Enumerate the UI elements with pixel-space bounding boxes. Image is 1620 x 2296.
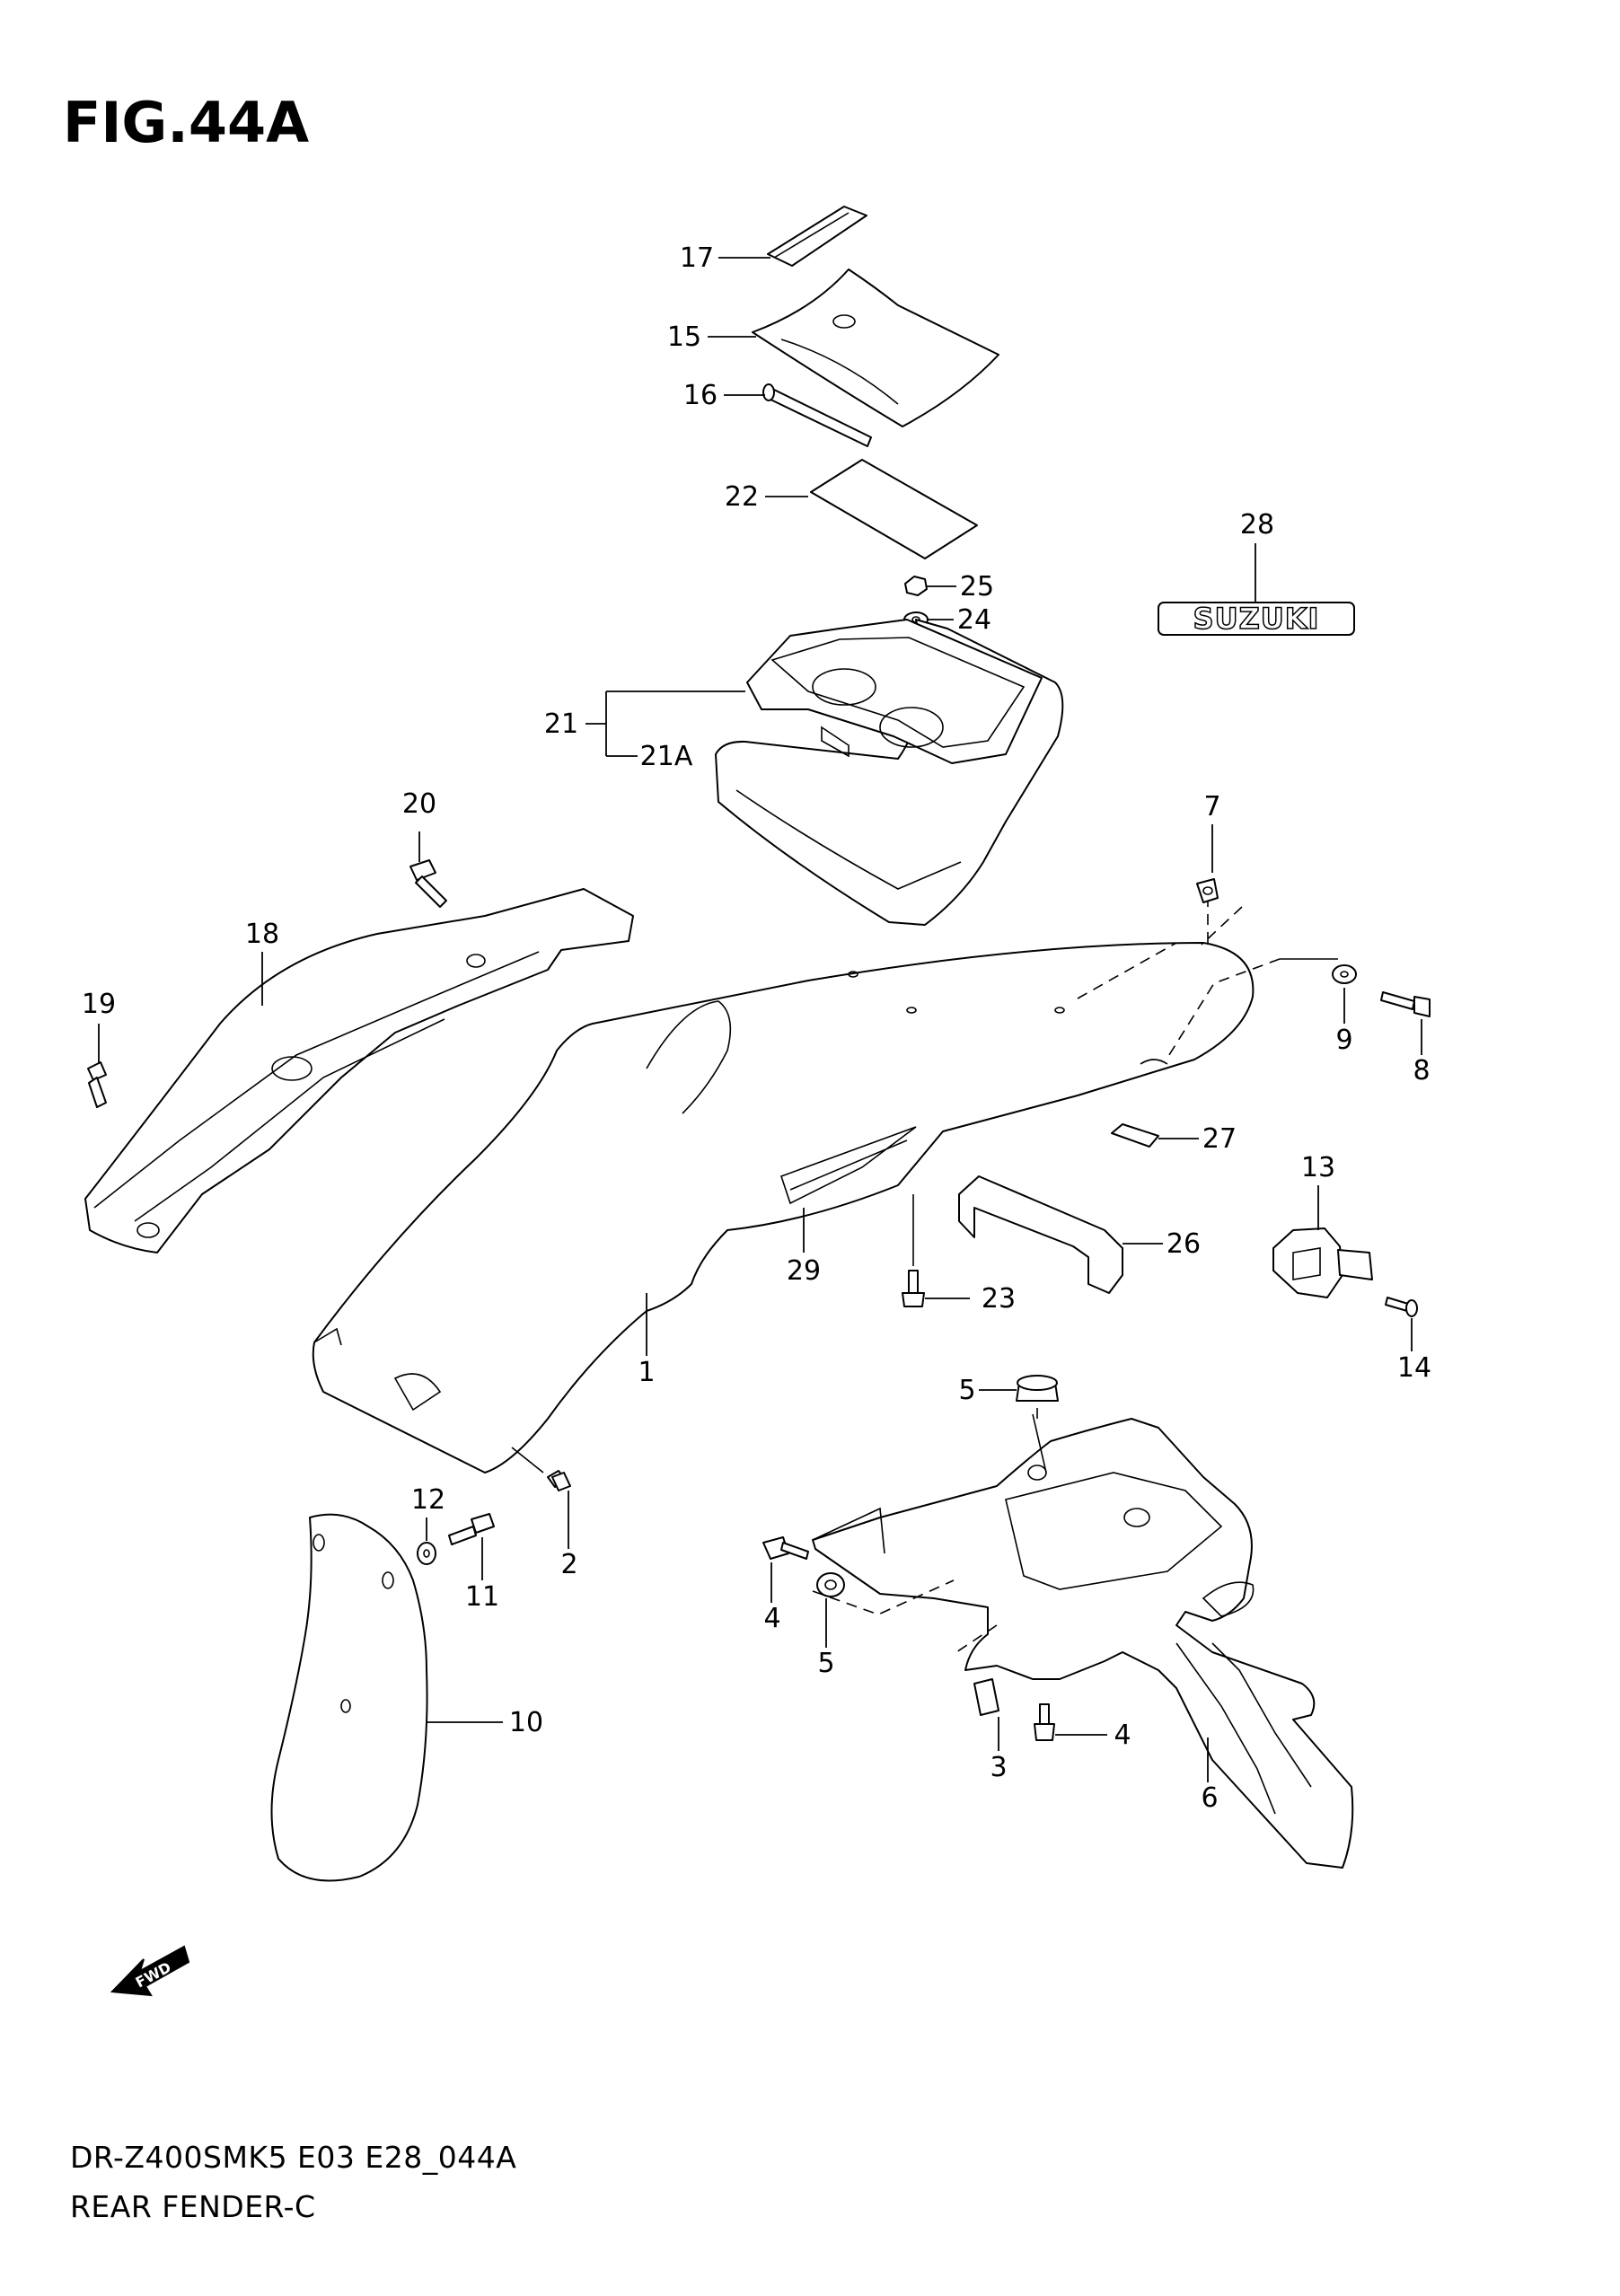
part-15-seat-pad — [708, 268, 999, 427]
part-21-tool-box — [585, 619, 1064, 926]
callout-3: 3 — [990, 1752, 1007, 1783]
emblem-text: SUZUKI — [1193, 602, 1320, 636]
part-28-emblem: SUZUKI — [1158, 543, 1355, 637]
part-2-bolt — [511, 1447, 571, 1549]
section-name: REAR FENDER-C — [70, 2189, 316, 2224]
callout-7: 7 — [1203, 791, 1220, 823]
callout-13: 13 — [1301, 1152, 1335, 1183]
part-12-washer — [417, 1517, 436, 1565]
callout-8: 8 — [1413, 1055, 1430, 1086]
part-1-rear-fender — [312, 942, 1255, 1473]
part-25-nut — [904, 576, 956, 596]
part-5-grommet-top — [979, 1375, 1059, 1402]
callout-29: 29 — [787, 1255, 821, 1287]
callout-1: 1 — [638, 1357, 655, 1388]
figure-title: FIG.44A — [63, 90, 310, 155]
callout-17: 17 — [680, 242, 714, 274]
part-17-strap — [718, 206, 867, 267]
callout-24: 24 — [957, 604, 991, 636]
part-3-clip — [973, 1678, 999, 1751]
callout-27: 27 — [1202, 1123, 1237, 1155]
part-26-grip — [958, 1175, 1163, 1294]
callout-12: 12 — [411, 1484, 445, 1516]
callout-26: 26 — [1167, 1228, 1201, 1260]
model-code: DR-Z400SMK5 E03 E28_044A — [70, 2140, 517, 2175]
callout-22: 22 — [725, 481, 759, 513]
part-13-clamp — [1272, 1185, 1373, 1298]
part-9-washer — [1332, 964, 1357, 1024]
part-7-nut — [1196, 824, 1219, 903]
callout-25: 25 — [960, 571, 994, 603]
callout-labels: 1 2 3 4 4 5 5 6 7 8 9 10 11 12 13 14 15 … — [82, 242, 1431, 1814]
callout-4-bottom: 4 — [1114, 1720, 1131, 1751]
callout-4-left: 4 — [763, 1603, 780, 1634]
callout-14: 14 — [1397, 1352, 1431, 1384]
callout-16: 16 — [683, 380, 718, 411]
callout-6: 6 — [1201, 1782, 1218, 1814]
part-11-bolt — [448, 1513, 495, 1580]
callout-5-left: 5 — [817, 1648, 834, 1679]
callout-9: 9 — [1335, 1025, 1352, 1056]
part-14-screw — [1385, 1297, 1418, 1351]
part-16-pin — [724, 383, 872, 447]
part-19-bolt — [87, 1024, 107, 1108]
callout-21: 21 — [544, 708, 578, 740]
callout-15: 15 — [667, 321, 701, 353]
callout-20: 20 — [402, 788, 436, 820]
callout-23: 23 — [982, 1283, 1016, 1315]
part-8-bolt — [1380, 991, 1431, 1055]
callout-11: 11 — [465, 1581, 499, 1613]
part-23-screw — [902, 1194, 970, 1307]
part-6-bracket — [812, 1413, 1354, 1869]
callout-19: 19 — [82, 989, 116, 1020]
callout-2: 2 — [560, 1549, 577, 1580]
part-5-grommet-left — [816, 1572, 845, 1648]
callout-28: 28 — [1240, 509, 1274, 541]
part-4-bolt-left — [762, 1536, 809, 1603]
fwd-arrow-icon: FWD — [110, 1945, 190, 1997]
part-10-mud-flap — [270, 1513, 503, 1882]
part-27-pad — [1111, 1123, 1199, 1148]
part-22-pad — [765, 459, 978, 559]
part-4-bolt-bottom — [1034, 1703, 1107, 1741]
callout-18: 18 — [245, 919, 279, 950]
part-20-bolt — [409, 831, 447, 908]
part-18-side-cover — [84, 888, 634, 1254]
callout-5-top: 5 — [958, 1375, 975, 1406]
callout-21A: 21A — [640, 741, 693, 772]
callout-10: 10 — [509, 1707, 543, 1738]
